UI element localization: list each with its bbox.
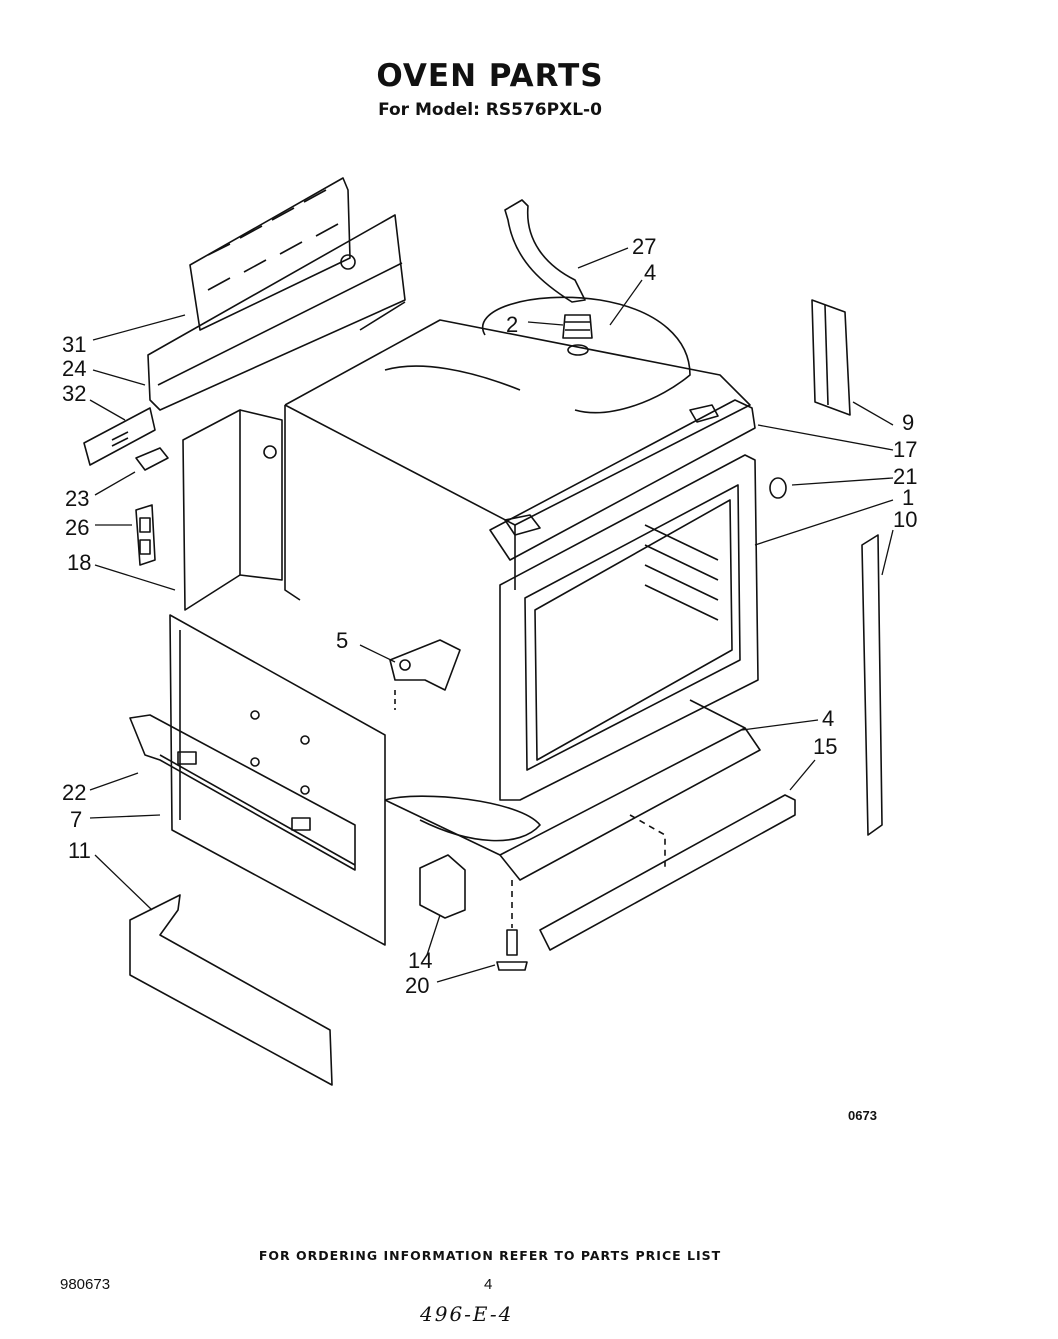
callout-23: 23 bbox=[65, 486, 89, 511]
part-24-rear-bracket bbox=[147, 214, 406, 411]
ordering-note: FOR ORDERING INFORMATION REFER TO PARTS … bbox=[258, 1248, 722, 1263]
part-7-front-panel bbox=[169, 614, 386, 946]
part-20-leveling-leg bbox=[496, 929, 528, 971]
part-11-kick-panel bbox=[129, 894, 333, 1086]
part-32-plate bbox=[83, 407, 156, 466]
callout-31: 31 bbox=[62, 332, 86, 357]
page-title: OVEN PARTS bbox=[376, 58, 604, 94]
callout-11: 11 bbox=[68, 838, 91, 863]
callout-22: 22 bbox=[62, 780, 86, 805]
callout-labels: 27 4 2 31 24 32 23 26 18 9 17 21 1 10 5 … bbox=[62, 234, 917, 1123]
part-5-bracket bbox=[389, 639, 461, 691]
callout-4-bottom: 4 bbox=[822, 706, 834, 731]
part-14-clip bbox=[419, 854, 466, 919]
part-1-oven-cavity bbox=[284, 296, 761, 881]
callout-2: 2 bbox=[506, 312, 518, 337]
document-number: 980673 bbox=[60, 1276, 111, 1293]
callout-15: 15 bbox=[813, 734, 837, 759]
callout-24: 24 bbox=[62, 356, 86, 381]
part-27-tube bbox=[504, 199, 586, 303]
callout-1: 1 bbox=[902, 485, 914, 510]
callout-27: 27 bbox=[632, 234, 656, 259]
part-21-plug bbox=[769, 477, 787, 499]
callout-4-top: 4 bbox=[644, 260, 656, 285]
leader-lines bbox=[89, 247, 894, 983]
part-31-rear-shield bbox=[189, 177, 351, 331]
part-23-block bbox=[135, 447, 169, 471]
callout-26: 26 bbox=[65, 515, 89, 540]
part-22-bracket bbox=[129, 714, 356, 871]
part-26-hinge bbox=[135, 504, 156, 566]
callout-10: 10 bbox=[893, 507, 917, 532]
part-15-rail bbox=[539, 794, 796, 951]
part-2-burner bbox=[562, 314, 593, 356]
handwritten-note: 496-E-4 bbox=[420, 1302, 514, 1326]
page-number: 4 bbox=[484, 1276, 493, 1293]
model-subtitle: For Model: RS576PXL-0 bbox=[378, 100, 602, 120]
callout-14: 14 bbox=[408, 948, 432, 973]
part-18-side-panel bbox=[182, 409, 283, 611]
callout-21: 21 bbox=[893, 464, 917, 489]
callout-20: 20 bbox=[405, 973, 429, 998]
part-10-trim-strip bbox=[861, 534, 883, 836]
callout-5: 5 bbox=[336, 628, 348, 653]
part-9-side-bracket bbox=[811, 299, 851, 416]
callout-32: 32 bbox=[62, 381, 86, 406]
callout-18: 18 bbox=[67, 550, 91, 575]
callout-17: 17 bbox=[893, 437, 917, 462]
figure-code: 0673 bbox=[848, 1108, 877, 1123]
callout-9: 9 bbox=[902, 410, 914, 435]
callout-7: 7 bbox=[70, 807, 82, 832]
